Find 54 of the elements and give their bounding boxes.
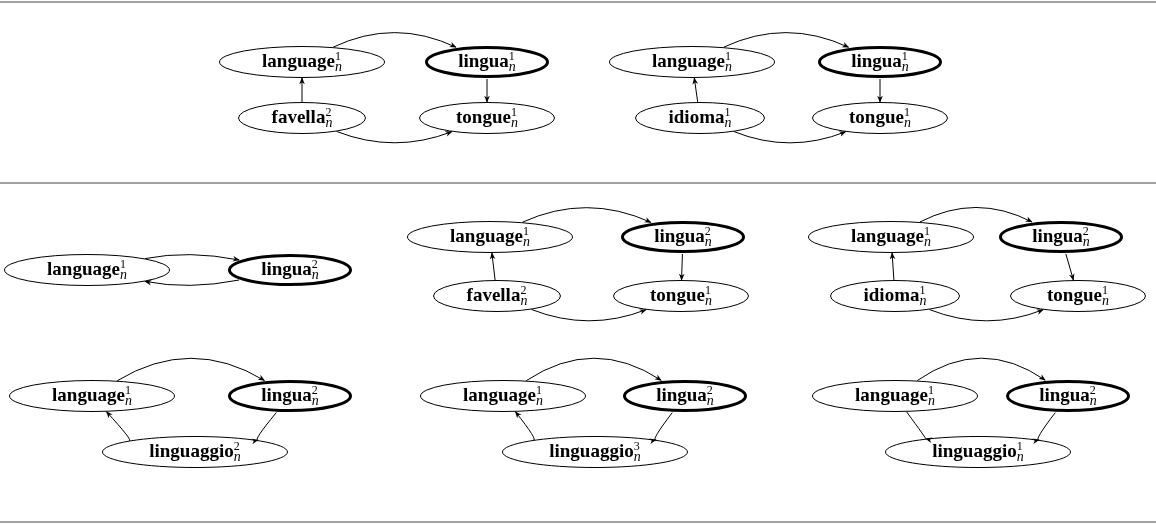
ellipse-node [4,254,170,286]
ellipse-node [407,221,573,253]
arrow [106,411,131,442]
arrow [489,252,496,281]
arrow [299,77,305,103]
ellipse-node [102,436,288,468]
arrow [906,411,928,440]
arrow [521,207,652,223]
ellipse-node [812,102,948,134]
arrow [723,32,850,48]
ellipse-node [433,280,561,312]
ellipse-node [885,436,1071,468]
ellipse-node [635,102,765,134]
ellipse-node [425,46,549,78]
ellipse-node [228,380,352,412]
ellipse-node [808,221,974,253]
ellipse-node [420,380,586,412]
ellipse-node [830,280,960,312]
ellipse-node [9,380,175,412]
ellipse-node [609,46,775,78]
arrow [1032,412,1056,443]
ellipse-node [502,436,688,468]
ellipse-node [621,221,745,253]
ellipse-node [238,102,366,134]
ellipse-node [228,254,352,286]
ellipse-node [623,380,747,412]
arrow [678,253,685,281]
ellipse-node [999,221,1123,253]
arrow [1065,253,1075,281]
arrow [525,357,662,382]
arrow [144,254,240,262]
arrow [484,78,490,103]
arrow [733,131,847,144]
arrow [919,207,1033,223]
ellipse-node [1006,380,1130,412]
arrow [336,130,453,144]
arrow [929,309,1044,322]
ellipse-node [613,280,749,312]
arrow [515,411,535,441]
arrow [116,357,265,382]
arrow [889,252,896,281]
ellipse-node [818,46,942,78]
arrow [251,412,277,443]
arrow [144,279,240,286]
arrow [692,77,699,103]
arrow [649,412,673,443]
ellipse-node [419,102,555,134]
arrow [332,32,457,48]
ellipse-node [1010,280,1146,312]
arrow [530,309,647,322]
ellipse-node [219,46,385,78]
ellipse-node [812,380,978,412]
arrow [916,357,1046,382]
arrow [877,78,883,103]
